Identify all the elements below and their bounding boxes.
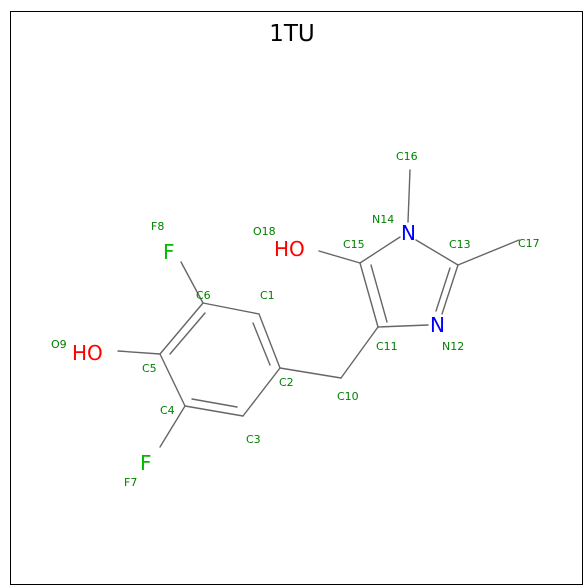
diagram-frame xyxy=(10,11,583,585)
atom-label-c10: C10 xyxy=(337,390,359,403)
atom-label-o9: O9 xyxy=(51,338,67,351)
atom-label-c11: C11 xyxy=(376,340,398,353)
atom-label-c16: C16 xyxy=(396,150,418,163)
atom-label-o18: O18 xyxy=(253,225,276,238)
bond-c3-c4 xyxy=(184,405,244,417)
fluorine-symbol-top: F xyxy=(163,240,175,264)
atom-label-c3: C3 xyxy=(246,433,261,446)
atom-label-n12: N12 xyxy=(442,340,464,353)
bond-c6-c1 xyxy=(202,302,260,315)
bond-c13-n12-inner xyxy=(435,267,451,312)
atom-label-c15: C15 xyxy=(343,238,365,251)
atom-label-c5: C5 xyxy=(142,362,157,375)
bond-c10-c11 xyxy=(340,326,379,379)
bond-c2-c3 xyxy=(242,367,281,417)
atom-label-c4: C4 xyxy=(160,404,175,417)
nitrogen-symbol-top: N xyxy=(401,221,416,245)
atom-label-c17: C17 xyxy=(518,237,540,250)
bond-c1-c2-inner xyxy=(252,322,271,366)
bond-c1-c2 xyxy=(258,313,281,369)
bond-c3-c4-inner xyxy=(191,398,238,408)
bond-c15-o18 xyxy=(318,250,361,264)
atom-label-f7: F7 xyxy=(124,476,137,489)
bond-n14-c13 xyxy=(415,239,459,266)
atom-label-f8: F8 xyxy=(151,220,164,233)
bond-c11-c15 xyxy=(359,262,379,328)
atom-label-c6: C6 xyxy=(196,289,211,302)
hydroxyl-symbol-left: HO xyxy=(72,341,103,365)
nitrogen-symbol-right: N xyxy=(430,313,445,337)
bond-c13-n12 xyxy=(441,264,459,315)
bond-c11-c15-inner xyxy=(370,264,388,323)
bond-c4-c5 xyxy=(159,353,186,407)
atom-label-c1: C1 xyxy=(260,289,275,302)
atom-label-c13: C13 xyxy=(449,238,471,251)
bond-n12-c11 xyxy=(377,324,429,328)
bond-c4-f7 xyxy=(159,405,186,448)
bond-c5-o9 xyxy=(117,350,161,355)
bond-n14-c16 xyxy=(407,169,411,223)
bond-c2-c10 xyxy=(279,367,342,379)
bond-c6-f8 xyxy=(180,261,204,304)
atom-label-n14: N14 xyxy=(372,213,394,226)
hydroxyl-symbol-ring: HO xyxy=(274,237,305,261)
molecule-title: 1TU xyxy=(269,21,315,47)
bond-c5-c6 xyxy=(159,302,204,355)
bond-c5-c6-inner xyxy=(169,312,206,355)
bond-c13-c17 xyxy=(457,239,520,266)
atom-label-c2: C2 xyxy=(279,376,294,389)
bond-c15-n14 xyxy=(359,236,401,264)
fluorine-symbol-bottom: F xyxy=(140,451,152,475)
